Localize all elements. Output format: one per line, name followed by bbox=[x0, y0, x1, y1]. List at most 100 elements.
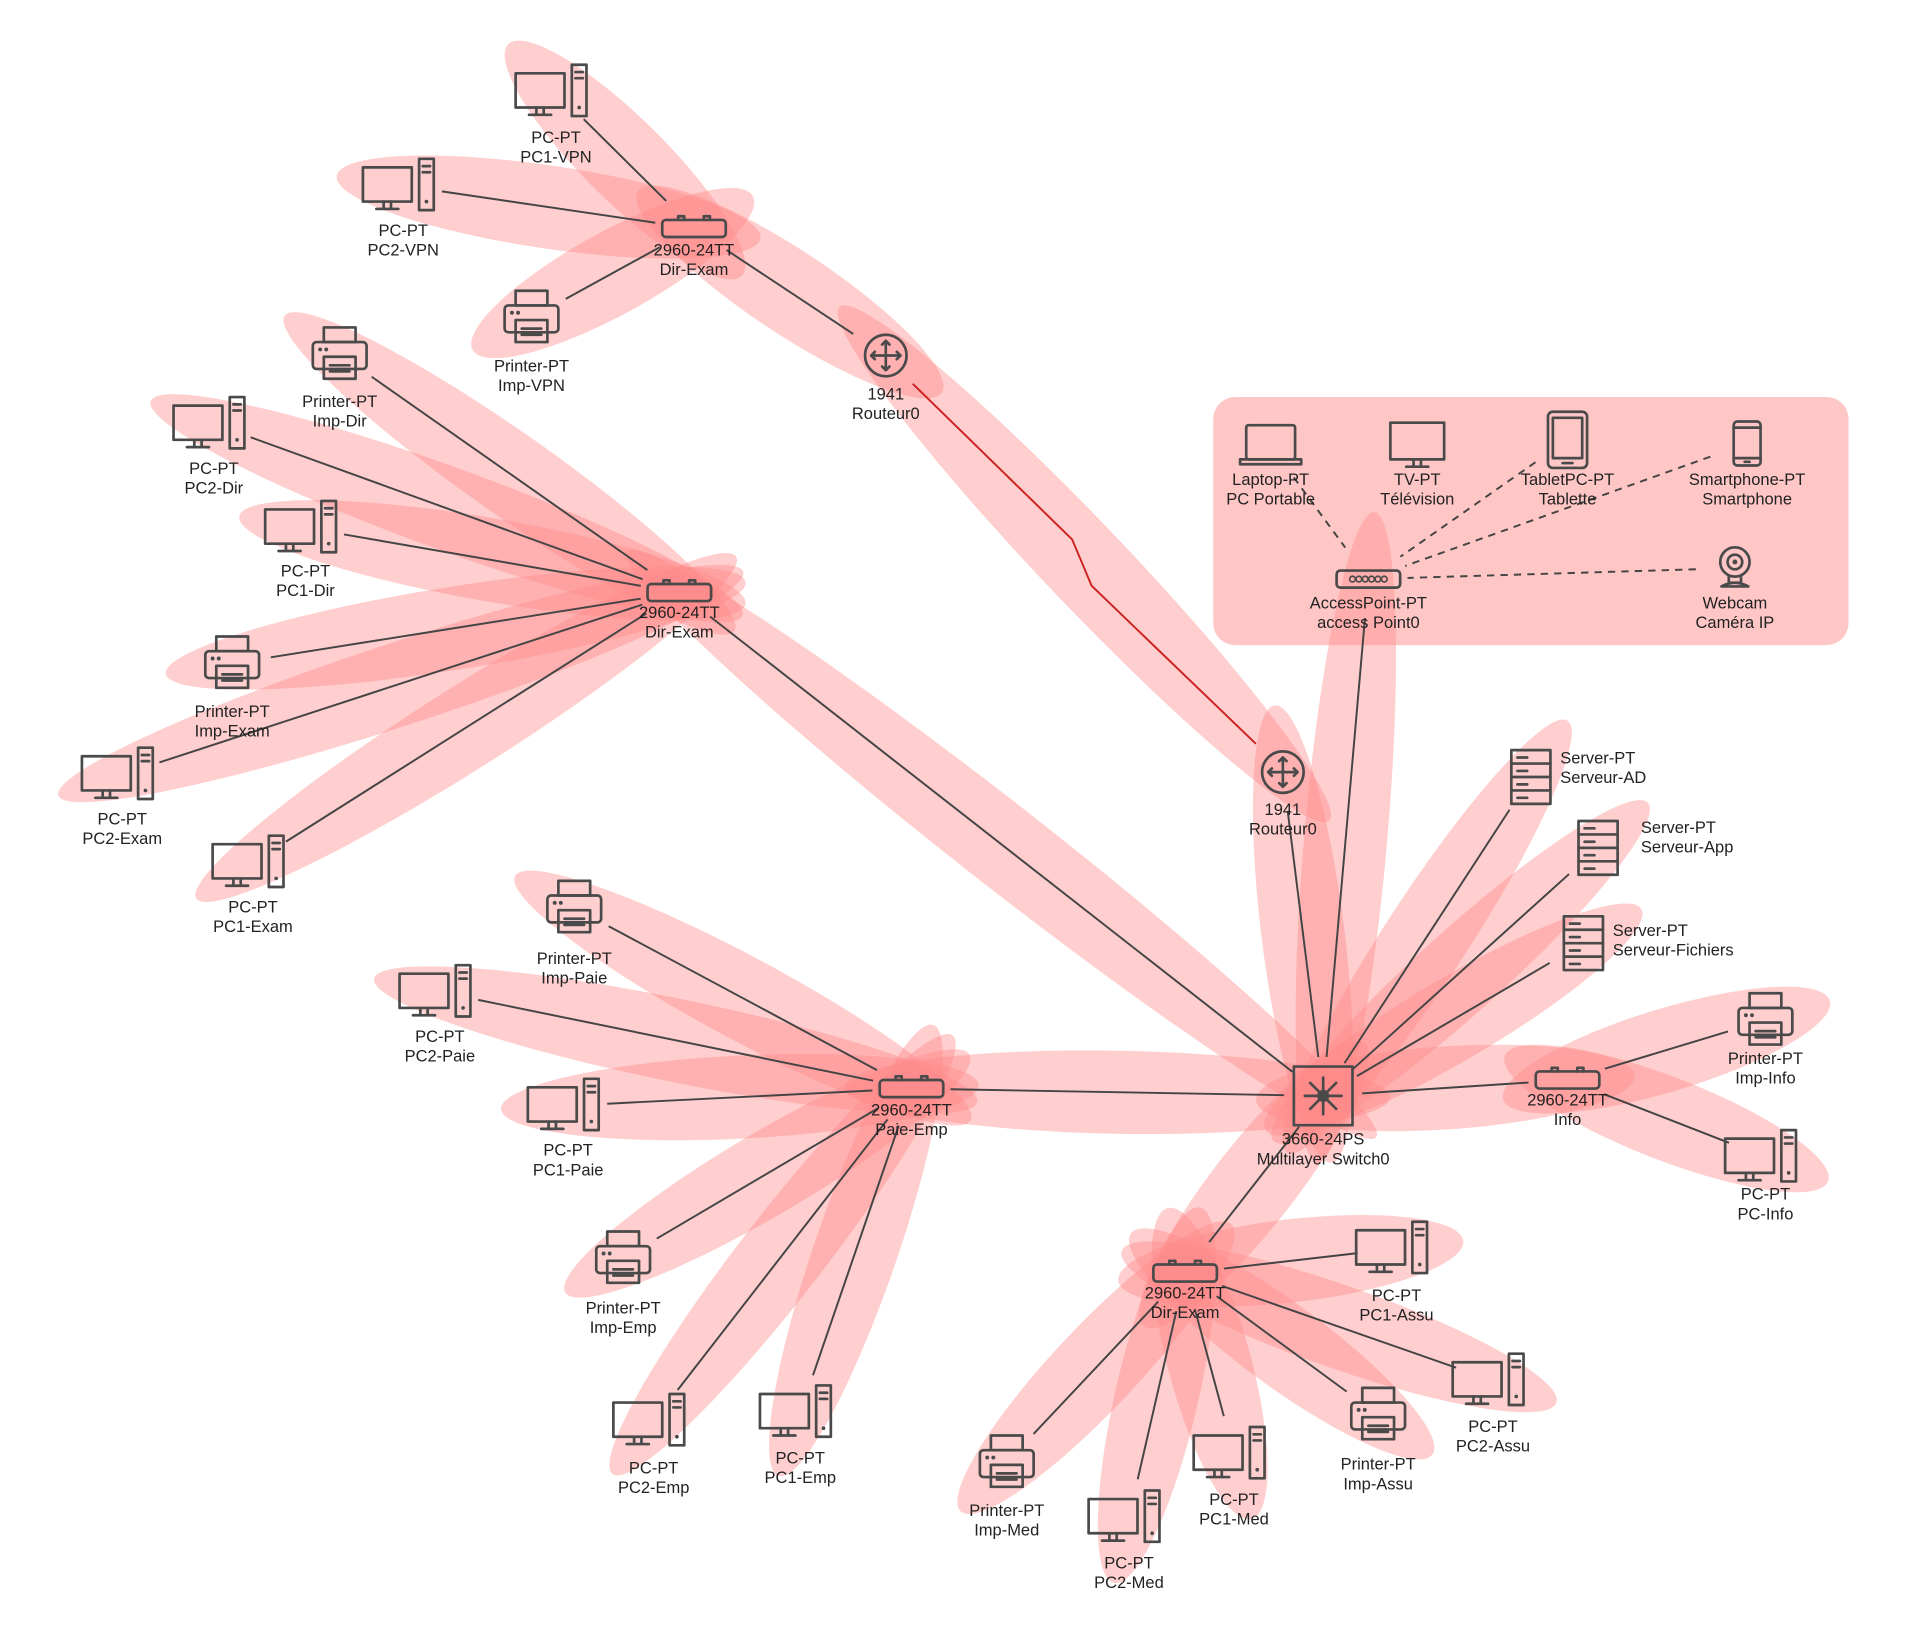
ethernet-link[interactable] bbox=[270, 597, 641, 659]
device-name-label: Dir-Exam bbox=[645, 624, 714, 642]
device-model-label: Server-PT bbox=[1641, 819, 1716, 837]
ethernet-link[interactable] bbox=[709, 615, 1293, 1073]
device-model-label: PC-PT bbox=[1209, 1491, 1258, 1509]
ethernet-link[interactable] bbox=[343, 533, 641, 587]
wireless-link[interactable] bbox=[1404, 455, 1711, 567]
ethernet-link[interactable] bbox=[950, 1088, 1285, 1097]
device-model-label: 1941 bbox=[1265, 801, 1302, 819]
ethernet-link[interactable] bbox=[1343, 809, 1511, 1064]
device-model-label: Server-PT bbox=[1613, 922, 1688, 940]
printer-icon bbox=[311, 326, 368, 381]
pc-icon bbox=[1354, 1220, 1429, 1275]
device-model-label: Webcam bbox=[1703, 594, 1768, 612]
ethernet-link[interactable] bbox=[1604, 1030, 1729, 1070]
device-model-label: PC-PT bbox=[629, 1459, 678, 1477]
ethernet-link[interactable] bbox=[1351, 873, 1570, 1071]
device-name-label: Caméra IP bbox=[1696, 614, 1775, 632]
ethernet-link[interactable] bbox=[1325, 617, 1366, 1058]
ethernet-link[interactable] bbox=[1356, 962, 1551, 1077]
ethernet-link[interactable] bbox=[1194, 1310, 1225, 1417]
ethernet-link[interactable] bbox=[1032, 1300, 1160, 1435]
ethernet-link[interactable] bbox=[1223, 1252, 1358, 1270]
switch-icon bbox=[878, 1074, 945, 1099]
device-model-label: PC-PT bbox=[228, 899, 277, 917]
ethernet-link[interactable] bbox=[159, 603, 643, 764]
ethernet-link[interactable] bbox=[285, 612, 647, 843]
ethernet-link[interactable] bbox=[441, 190, 656, 224]
ethernet-link[interactable] bbox=[1286, 810, 1320, 1058]
device-model-label: Laptop-PT bbox=[1232, 471, 1309, 489]
ethernet-link[interactable] bbox=[812, 1125, 900, 1376]
ethernet-link[interactable] bbox=[250, 436, 643, 581]
device-model-label: PC-PT bbox=[543, 1142, 592, 1160]
ethernet-link[interactable] bbox=[1208, 1126, 1300, 1243]
ethernet-link[interactable] bbox=[477, 998, 874, 1082]
ethernet-link[interactable] bbox=[371, 375, 648, 571]
ethernet-link[interactable] bbox=[565, 246, 661, 300]
wireless-link[interactable] bbox=[1399, 461, 1537, 558]
ethernet-link[interactable] bbox=[1216, 1295, 1348, 1393]
device-model-label: TabletPC-PT bbox=[1521, 471, 1614, 489]
ethernet-link[interactable] bbox=[1221, 1285, 1457, 1369]
device-name-label: Imp-VPN bbox=[498, 377, 565, 395]
ethernet-link[interactable] bbox=[726, 249, 854, 335]
ethernet-link[interactable] bbox=[583, 118, 667, 202]
device-name-label: Paie-Emp bbox=[875, 1121, 947, 1139]
device-model-label: TV-PT bbox=[1394, 471, 1441, 489]
ethernet-link[interactable] bbox=[656, 1107, 879, 1240]
wireless-link[interactable] bbox=[1292, 476, 1347, 549]
ethernet-link[interactable] bbox=[608, 925, 878, 1071]
tv-icon bbox=[1389, 421, 1446, 469]
ethernet-link[interactable] bbox=[676, 1118, 889, 1391]
server-icon bbox=[1509, 748, 1552, 806]
device-model-label: PC-PT bbox=[1741, 1186, 1790, 1204]
serial-link[interactable] bbox=[912, 383, 1257, 745]
ethernet-link[interactable] bbox=[1362, 1081, 1529, 1095]
pc-icon bbox=[1192, 1425, 1266, 1480]
device-name-label: Smartphone bbox=[1702, 491, 1792, 509]
ethernet-link[interactable] bbox=[1136, 1310, 1178, 1480]
ethernet-link[interactable] bbox=[1603, 1093, 1730, 1144]
ethernet-link[interactable] bbox=[607, 1089, 873, 1105]
